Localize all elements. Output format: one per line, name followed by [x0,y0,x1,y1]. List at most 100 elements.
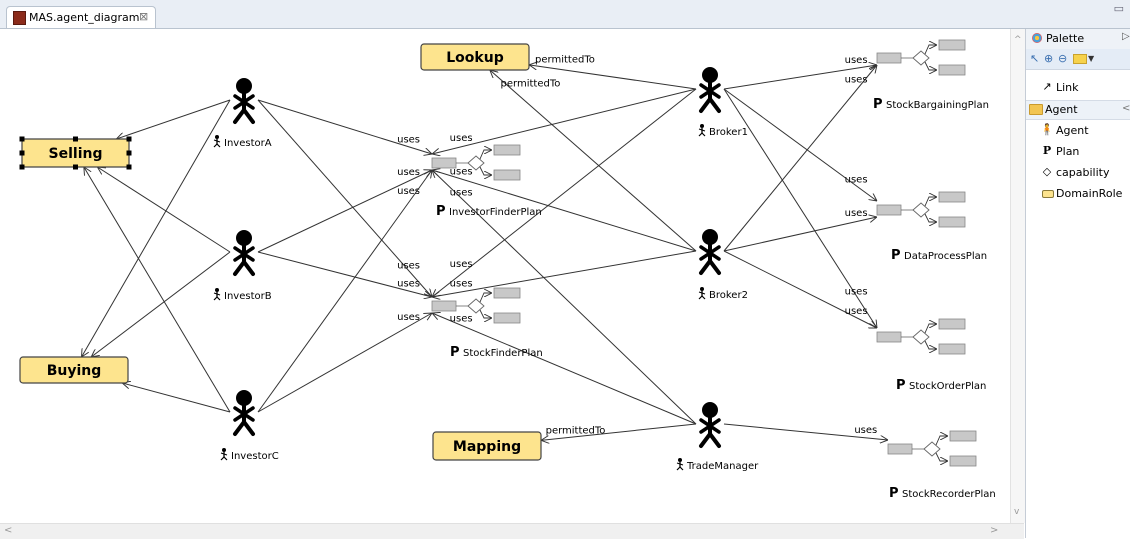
agent-label: Broker2 [709,290,748,301]
selection-handle[interactable] [73,164,78,170]
link-line[interactable] [723,217,877,252]
link-line[interactable] [257,99,432,154]
plan-icon: P [896,378,906,393]
chevron-left-icon[interactable]: < [1122,103,1130,114]
link-line[interactable] [723,88,877,201]
link-line[interactable] [723,88,877,328]
link-line[interactable] [723,65,877,252]
link-label: uses [397,135,420,146]
plan-label: InvestorFinderPlan [449,207,542,218]
scroll-down-icon[interactable]: v [1014,507,1020,517]
selection-handle[interactable] [73,136,78,142]
agent-investorB[interactable]: InvestorB [213,230,272,302]
link-line[interactable] [91,251,231,357]
agent-figure-icon [233,78,255,124]
palette-item-plan[interactable]: P Plan [1026,142,1130,162]
link-line[interactable] [432,170,697,425]
zoom-out-icon[interactable]: ⊖ [1058,52,1068,65]
note-icon[interactable] [1073,54,1087,64]
link-line[interactable] [529,65,697,90]
link-label: uses [450,278,473,289]
agent-small-icon [220,448,228,461]
zoom-in-icon[interactable]: ⊕ [1044,52,1054,65]
domain-role-selling[interactable]: Selling [19,136,132,170]
palette-item-domainrole[interactable]: DomainRole [1026,184,1130,204]
close-icon[interactable]: ⊠ [139,10,149,23]
plan-icon: P [891,248,901,263]
chevron-down-icon[interactable]: ▼ [1088,54,1095,63]
agent-figure-icon [233,230,255,276]
collapse-palette-icon[interactable]: ▷ [1122,31,1130,42]
domain-role-label: Selling [49,146,103,162]
link-label: permittedTo [501,79,561,90]
domain-role-label: Mapping [453,439,521,455]
palette-item-label: Agent [1056,124,1089,137]
link-line[interactable] [257,170,432,413]
agent-investorC[interactable]: InvestorC [220,390,279,462]
link-line[interactable] [82,99,231,357]
link-line[interactable] [257,251,432,297]
agent-small-icon [676,458,684,471]
link-line[interactable] [723,423,888,440]
link-line[interactable] [541,423,697,440]
agent-broker2[interactable]: Broker2 [698,229,748,301]
link-line[interactable] [116,99,231,139]
palette-item-label: DomainRole [1056,187,1123,200]
agent-tradeManager[interactable]: TradeManager [676,402,759,472]
minimize-icon[interactable]: ▭ [1113,2,1124,15]
domain-role-mapping[interactable]: Mapping [432,431,542,461]
selection-handle[interactable] [126,136,132,142]
palette-link-tool[interactable]: ↗ Link [1026,78,1130,98]
link-line[interactable] [432,313,697,425]
agent-broker1[interactable]: Broker1 [698,67,748,138]
palette-drawer-agent[interactable]: Agent < [1026,100,1130,120]
selection-handle[interactable] [19,150,25,156]
capability-icon [887,430,977,467]
palette-link-label: Link [1056,81,1079,94]
domain-role-label: Lookup [446,50,503,66]
palette-item-capability[interactable]: ◇ capability [1026,163,1130,183]
selection-handle[interactable] [126,164,132,170]
palette-item-agent[interactable]: 🧍 Agent [1026,121,1130,141]
domain-role-lookup[interactable]: Lookup [420,43,530,71]
agent-investorA[interactable]: InvestorA [213,78,272,149]
horizontal-scrollbar[interactable]: < > [0,523,1024,539]
link-line[interactable] [97,167,231,253]
vertical-scrollbar[interactable]: ^ v [1010,29,1025,523]
selection-handle[interactable] [126,150,132,156]
selection-handle[interactable] [19,164,25,170]
link-line[interactable] [122,383,231,413]
link-line[interactable] [723,65,877,90]
diagram-svg: usesusesusesusesusesusespermittedTousesu… [19,39,996,501]
link-line[interactable] [490,70,697,252]
agent-figure-icon [699,67,721,113]
select-icon[interactable]: ↖ [1030,52,1040,65]
scroll-right-icon[interactable]: > [990,525,999,536]
plan-icon: P [889,486,899,501]
scroll-up-icon[interactable]: ^ [1014,35,1022,45]
link-line[interactable] [84,167,231,413]
editor-tab[interactable]: MAS.agent_diagram ⊠ [6,6,156,28]
domainrole-icon [1042,190,1054,198]
link-line[interactable] [257,99,432,297]
link-line[interactable] [432,88,697,297]
link-line[interactable] [257,170,432,253]
link-line[interactable] [432,250,697,297]
link-line[interactable] [257,313,432,413]
selection-handle[interactable] [19,136,25,142]
domain-role-buying[interactable]: Buying [19,356,129,384]
scroll-left-icon[interactable]: < [4,525,13,536]
link-line[interactable] [432,88,697,154]
link-line[interactable] [723,250,877,328]
agent-label: Broker1 [709,127,748,138]
link-line[interactable] [432,170,697,252]
domain-role-label: Buying [47,363,102,379]
palette-panel: Palette ▷ ↖ ⊕ ⊖ ▼ ↗ Link Agent < 🧍 Agent… [1025,29,1130,538]
